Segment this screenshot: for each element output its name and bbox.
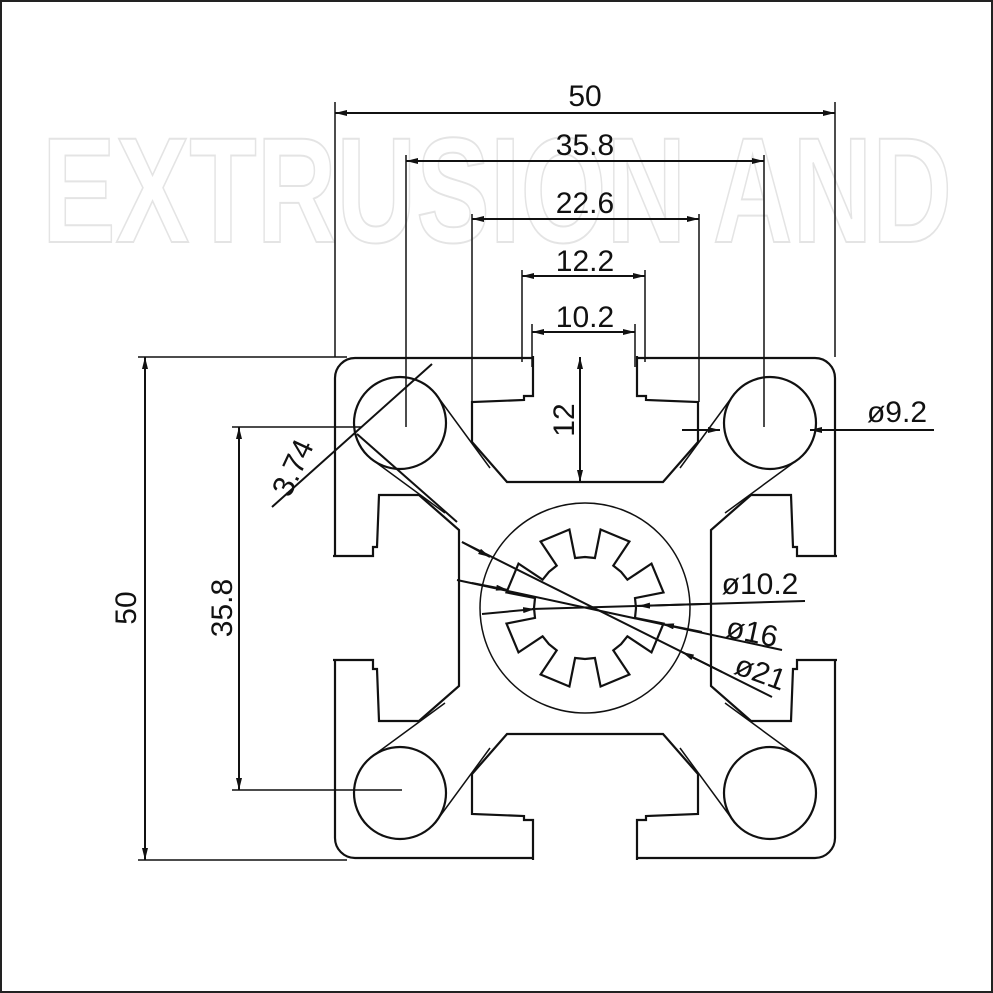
t-slot-left <box>333 493 461 723</box>
dimension-top-10-2: 10.2 <box>531 301 636 367</box>
dimension-label: 22.6 <box>556 187 614 220</box>
corner-arm <box>679 702 801 824</box>
corner-hole <box>352 745 448 841</box>
dimension-left-35-8: 35.8 <box>206 426 402 791</box>
dimension-corner-hole-9-2: ø9.2 <box>682 396 934 433</box>
dimension-left-50: 50 <box>110 356 347 861</box>
dimension-core-16: ø16 <box>456 579 783 654</box>
dimension-label: 12 <box>548 403 581 436</box>
corner-arm <box>369 392 491 514</box>
dimension-slot-depth-12: 12 <box>548 357 583 482</box>
core-outer-circle <box>479 502 691 714</box>
dimension-top-12-2: 12.2 <box>521 245 646 362</box>
dimension-top-35-8: 35.8 <box>405 129 765 427</box>
corner-hole <box>722 745 818 841</box>
watermark-text: EXTRUSION AND <box>42 106 952 274</box>
dimension-label: 35.8 <box>206 579 239 637</box>
t-slot-top <box>470 356 700 484</box>
dimension-label: ø10.2 <box>722 568 799 601</box>
corner-arm <box>369 702 491 824</box>
dimension-core-10-2: ø10.2 <box>481 568 806 615</box>
dimension-label: 50 <box>568 80 601 113</box>
dimension-label: 10.2 <box>556 301 614 334</box>
dimension-label: ø9.2 <box>867 396 927 429</box>
dimension-label: 3.74 <box>266 435 321 502</box>
t-slot-right <box>709 493 837 723</box>
corner-hole <box>722 375 818 471</box>
dimension-label: 50 <box>110 591 143 624</box>
dimension-label: 12.2 <box>556 245 614 278</box>
corner-hole <box>352 375 448 471</box>
dimension-top-22-6: 22.6 <box>471 187 700 402</box>
t-slot-bottom <box>470 732 700 860</box>
dimension-label: 35.8 <box>556 129 614 162</box>
dimension-top-50: 50 <box>334 80 836 357</box>
